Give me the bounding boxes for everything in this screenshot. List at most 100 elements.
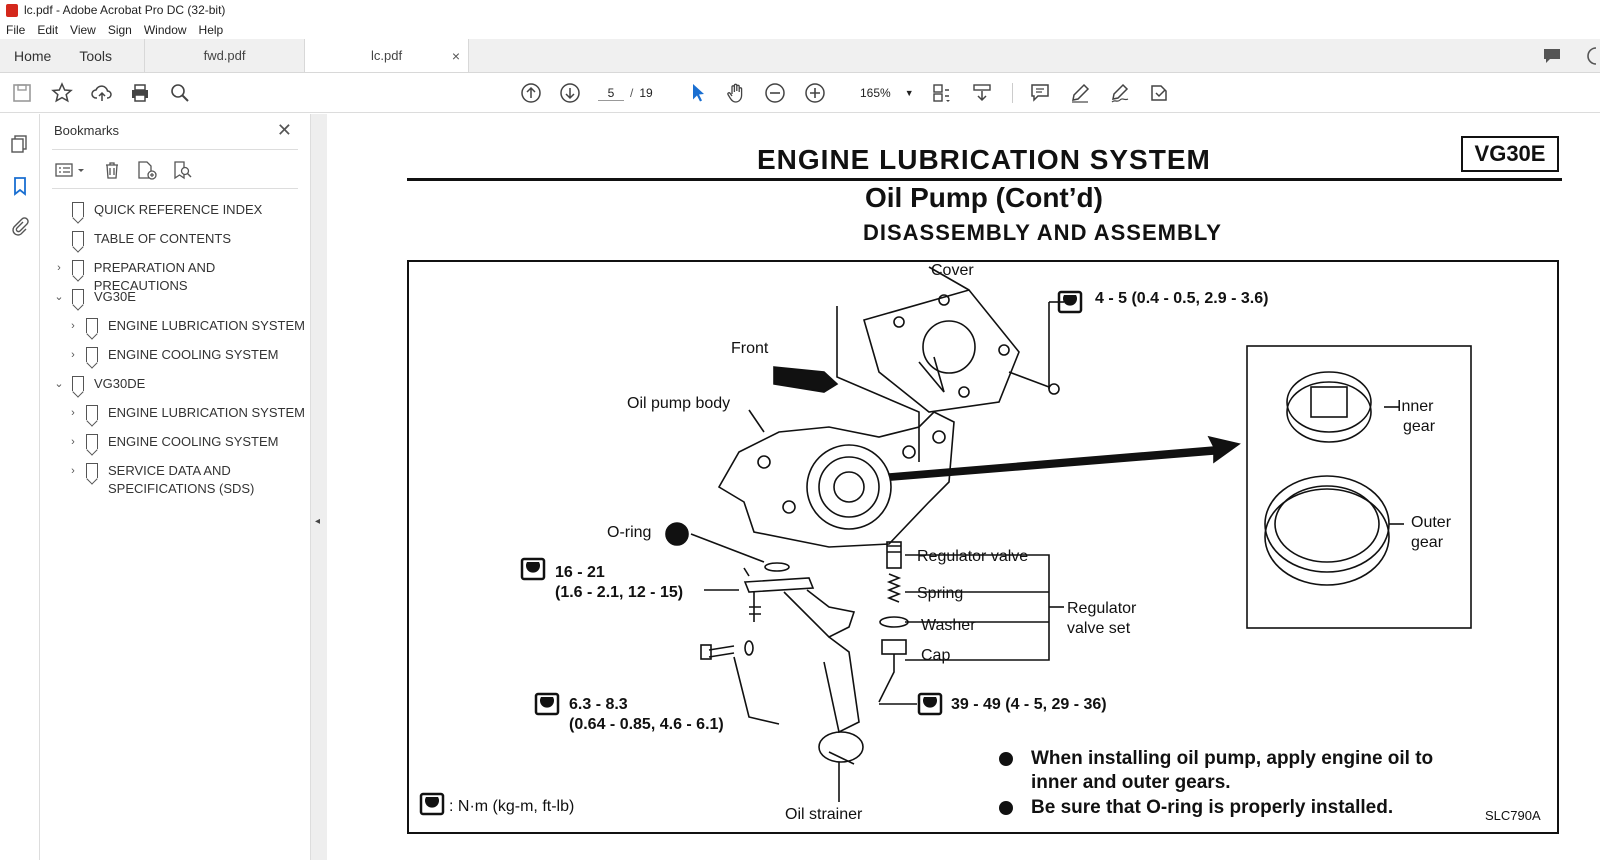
bookmark-item[interactable]: › SERVICE DATA AND SPECIFICATIONS (SDS) [66, 462, 254, 498]
note-engine-oil-2: inner and outer gears. [1031, 772, 1231, 793]
label-oil-strainer: Oil strainer [785, 806, 863, 823]
next-page-icon[interactable] [558, 81, 582, 105]
bookmark-item[interactable]: ⌄ VG30E [52, 288, 136, 306]
chevron-down-icon[interactable]: ⌄ [54, 291, 64, 303]
stamp-tool-icon[interactable] [1147, 81, 1171, 105]
tab-bar: Home Tools fwd.pdf lc.pdf × [0, 39, 1600, 73]
select-cursor-icon[interactable] [686, 81, 710, 105]
bookmark-item[interactable]: TABLE OF CONTENTS [52, 230, 231, 248]
find-bookmark-icon[interactable] [172, 160, 194, 180]
bookmark-icon [86, 463, 98, 478]
label-spring: Spring [917, 585, 964, 602]
search-icon[interactable] [168, 81, 192, 105]
tab-home[interactable]: Home [14, 47, 52, 64]
label-cover: Cover [931, 262, 974, 279]
help-icon[interactable] [1572, 39, 1600, 72]
page-separator: / [630, 86, 634, 100]
chevron-right-icon[interactable]: › [57, 262, 61, 274]
menu-bar: File Edit View Sign Window Help [0, 20, 1600, 39]
prev-page-icon[interactable] [519, 81, 543, 105]
page-indicator: 5 / 19 [598, 82, 668, 104]
bookmarks-panel: Bookmarks ✕ QUICK REFERENCE INDEX TABLE … [40, 114, 311, 860]
bookmark-item[interactable]: › ENGINE COOLING SYSTEM [66, 433, 278, 451]
label-torque-3b: (0.64 - 0.85, 4.6 - 6.1) [569, 716, 724, 733]
chevron-right-icon[interactable]: › [71, 465, 75, 477]
menu-view[interactable]: View [70, 22, 96, 37]
label-inner-gear: Inner [1397, 398, 1434, 415]
hand-tool-icon[interactable] [724, 81, 748, 105]
document-view[interactable]: ENGINE LUBRICATION SYSTEM VG30E Oil Pump… [327, 114, 1600, 860]
print-icon[interactable] [128, 81, 152, 105]
close-icon[interactable]: ✕ [276, 120, 292, 140]
bookmark-icon [86, 434, 98, 449]
tab-fwd-pdf[interactable]: fwd.pdf [144, 39, 304, 72]
fill-sign-icon[interactable] [1108, 81, 1132, 105]
menu-sign[interactable]: Sign [107, 22, 132, 37]
bookmark-item[interactable]: › ENGINE COOLING SYSTEM [66, 346, 278, 364]
chevron-right-icon[interactable]: › [71, 320, 75, 332]
star-icon[interactable] [50, 81, 74, 105]
bookmark-icon [86, 318, 98, 333]
bookmark-item[interactable]: › ENGINE LUBRICATION SYSTEM [66, 317, 305, 335]
chevron-right-icon[interactable]: › [71, 407, 75, 419]
page-number-input[interactable]: 5 [598, 86, 624, 101]
label-regulator-valve-set-2: valve set [1067, 620, 1131, 637]
zoom-out-icon[interactable] [763, 81, 787, 105]
zoom-in-icon[interactable] [803, 81, 827, 105]
title-bar: lc.pdf - Adobe Acrobat Pro DC (32-bit) [0, 0, 1600, 20]
comment-icon[interactable] [1028, 81, 1052, 105]
page-display-icon[interactable] [930, 81, 954, 105]
menu-window[interactable]: Window [143, 22, 187, 37]
bookmark-label: SERVICE DATA AND [108, 463, 231, 478]
label-inner-gear-2: gear [1403, 418, 1436, 435]
bookmark-label: ENGINE LUBRICATION SYSTEM [108, 405, 305, 420]
new-bookmark-icon[interactable] [136, 160, 158, 180]
bookmark-options-icon[interactable] [54, 160, 88, 180]
chevron-right-icon[interactable]: › [71, 436, 75, 448]
menu-edit[interactable]: Edit [37, 22, 59, 37]
save-icon[interactable] [10, 81, 34, 105]
toolbar-divider [1012, 83, 1013, 103]
bookmark-icon [72, 202, 84, 217]
menu-help[interactable]: Help [198, 22, 224, 37]
main-toolbar: 5 / 19 165% ▼ [0, 73, 1600, 113]
comment-panel-icon[interactable] [1532, 39, 1572, 72]
menu-file[interactable]: File [6, 22, 26, 37]
bookmark-label: QUICK REFERENCE INDEX [94, 202, 263, 217]
acrobat-icon [6, 3, 18, 17]
tab-fwd-pdf-label: fwd.pdf [203, 48, 246, 63]
bookmark-icon [86, 405, 98, 420]
bookmark-item[interactable]: › ENGINE LUBRICATION SYSTEM [66, 404, 305, 422]
bookmark-item[interactable]: › PREPARATION AND PRECAUTIONS [52, 259, 310, 295]
tab-close-icon[interactable]: × [451, 47, 461, 64]
bookmark-icon [71, 260, 84, 275]
panel-collapse-handle[interactable]: ◂ [311, 114, 327, 860]
page-thumbnails-icon[interactable] [10, 134, 30, 154]
bookmark-icon [72, 376, 84, 391]
page-total: 19 [639, 86, 653, 100]
zoom-value: 165% [860, 86, 891, 100]
bookmark-item[interactable]: QUICK REFERENCE INDEX [52, 201, 262, 219]
tab-lc-pdf[interactable]: lc.pdf × [304, 39, 470, 72]
bookmarks-panel-icon[interactable] [10, 176, 30, 196]
attachments-icon[interactable] [10, 216, 30, 236]
note-engine-oil: When installing oil pump, apply engine o… [1031, 748, 1434, 769]
scroll-mode-icon[interactable] [970, 81, 994, 105]
chevron-down-icon: ▼ [904, 88, 914, 98]
zoom-select[interactable]: 165% ▼ [860, 82, 920, 104]
chevron-down-icon[interactable]: ⌄ [54, 378, 64, 390]
chevron-right-icon[interactable]: › [71, 349, 75, 361]
bookmark-item[interactable]: ⌄ VG30DE [52, 375, 145, 393]
window-title: lc.pdf - Adobe Acrobat Pro DC (32-bit) [24, 3, 226, 17]
bookmark-label: VG30DE [94, 376, 146, 391]
cover-shape [863, 289, 1020, 413]
tab-tools[interactable]: Tools [79, 47, 113, 64]
label-torque-4: 39 - 49 (4 - 5, 29 - 36) [951, 696, 1107, 713]
delete-bookmark-icon[interactable] [102, 160, 122, 180]
cloud-upload-icon[interactable] [90, 81, 114, 105]
collapse-arrow-icon[interactable]: ◂ [315, 516, 321, 527]
highlight-pen-icon[interactable] [1068, 81, 1092, 105]
label-cap: Cap [921, 647, 951, 664]
label-washer: Washer [921, 617, 976, 634]
inner-gear-arrow [887, 435, 1241, 481]
